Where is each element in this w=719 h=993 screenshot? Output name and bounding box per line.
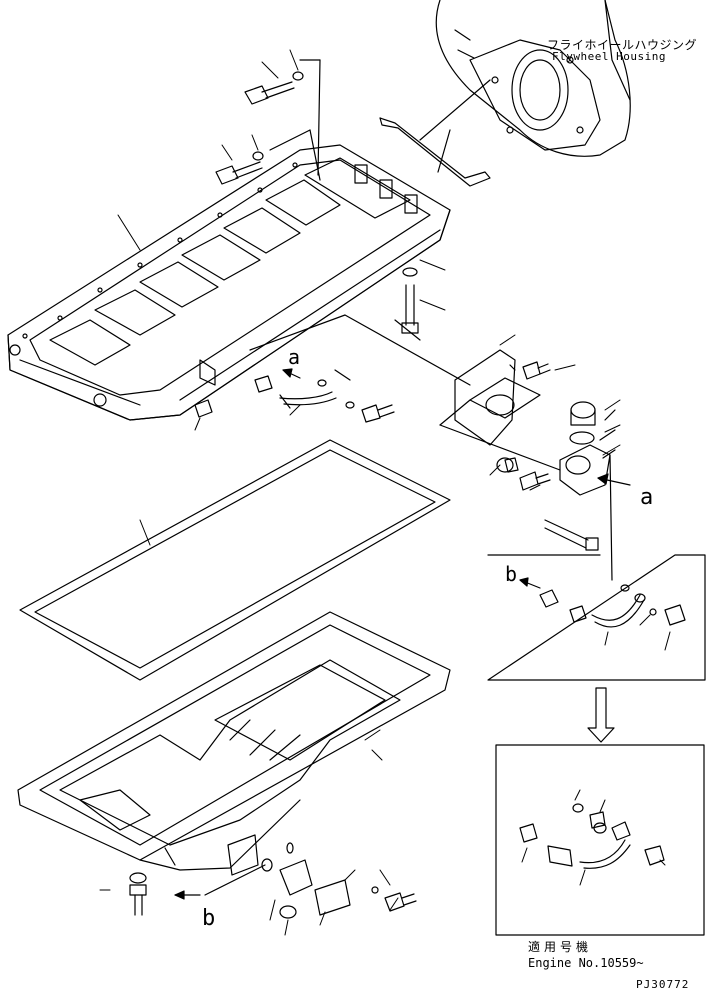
mounting-bolt (544, 454, 630, 592)
block-bolts (215, 59, 321, 185)
ref-a-right: a (640, 485, 654, 510)
small-bolts (496, 361, 551, 491)
flywheel-housing-label-jp: フライホイールハウジング (547, 38, 698, 52)
oil-pan-gasket (19, 439, 451, 681)
serial-label-en: Engine No.10559~ (528, 956, 644, 970)
flywheel-housing (435, 0, 631, 157)
drawing-number: PJ30772 (636, 978, 690, 991)
oil-pan-upper-block (7, 144, 451, 421)
serial-label-jp: 適用号機 (528, 940, 593, 954)
ref-a-top: a (288, 345, 301, 369)
bottom-parts (129, 834, 417, 919)
oil-sensor-hose (254, 368, 395, 423)
housing-bracket-rod (379, 79, 491, 187)
leader-lines (99, 49, 671, 936)
flywheel-housing-label-en: Flywheel Housing (552, 50, 666, 63)
long-bolt (394, 267, 421, 341)
bracket-assembly (249, 314, 561, 473)
oil-pan (17, 611, 451, 871)
ref-b-inset: b (505, 562, 518, 586)
drain-plug-block (194, 399, 213, 418)
elbow-fitting (559, 401, 631, 496)
inset-box-1 (487, 554, 706, 681)
inset-box-2 (495, 744, 705, 936)
ref-b-bottom: b (202, 906, 216, 931)
down-arrow (587, 687, 615, 743)
